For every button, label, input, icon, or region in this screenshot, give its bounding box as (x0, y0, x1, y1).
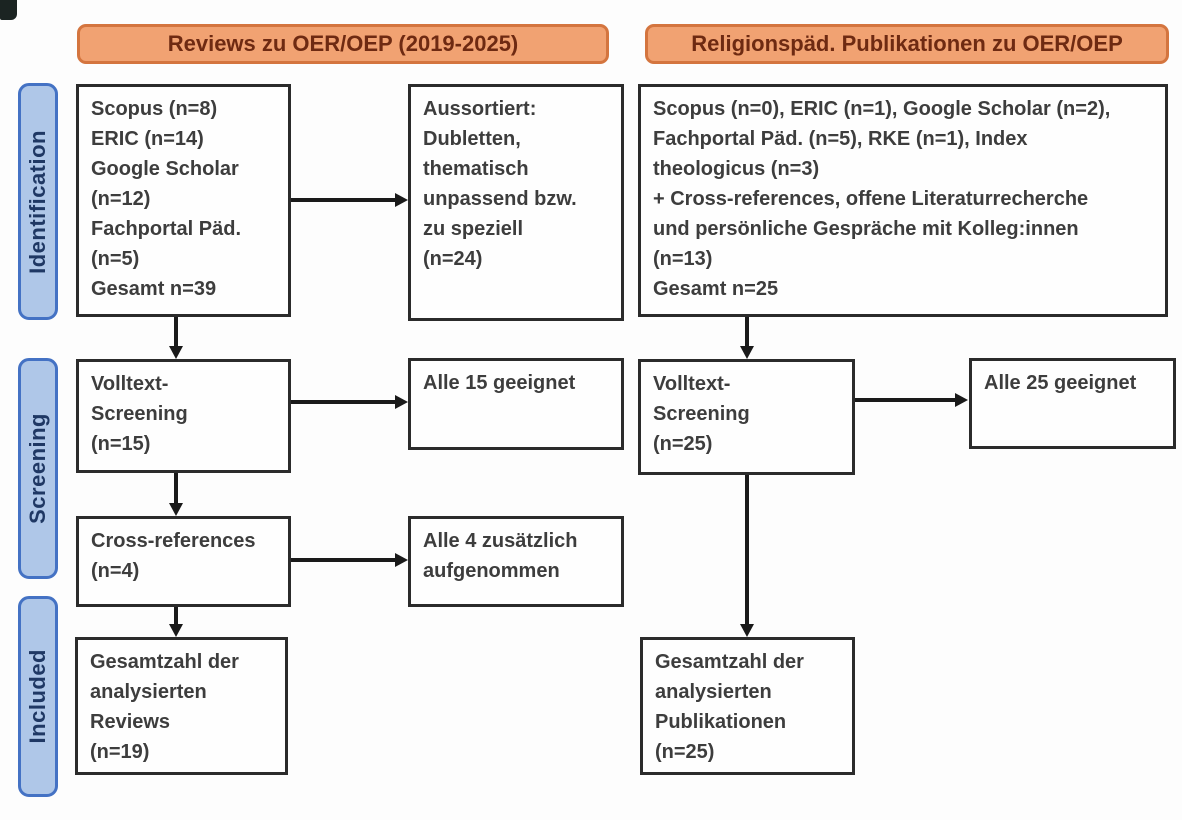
box-volltext-screening-publikationen: Volltext- Screening (n=25) (638, 359, 855, 475)
box-aussortiert: Aussortiert: Dubletten, thematisch unpas… (408, 84, 624, 321)
stage-label-included-text: Included (25, 649, 50, 744)
box-gesamtzahl-reviews: Gesamtzahl der analysierten Reviews (n=1… (75, 637, 288, 775)
stage-label-identification: Identification (18, 83, 58, 320)
column-header-religionspaed: Religionspäd. Publikationen zu OER/OEP (645, 24, 1169, 64)
box-alle-4-zusaetzlich: Alle 4 zusätzlich aufgenommen (408, 516, 624, 607)
column-header-reviews: Reviews zu OER/OEP (2019-2025) (77, 24, 609, 64)
stage-label-included: Included (18, 596, 58, 797)
box-identification-publikationen: Scopus (n=0), ERIC (n=1), Google Scholar… (638, 84, 1168, 317)
stage-label-screening-text: Screening (25, 413, 50, 524)
box-gesamtzahl-publikationen: Gesamtzahl der analysierten Publikatione… (640, 637, 855, 775)
box-volltext-screening-reviews: Volltext- Screening (n=15) (76, 359, 291, 473)
box-cross-references: Cross-references (n=4) (76, 516, 291, 607)
box-alle-15-geeignet: Alle 15 geeignet (408, 358, 624, 450)
stage-label-identification-text: Identification (25, 129, 50, 274)
box-identification-reviews: Scopus (n=8) ERIC (n=14) Google Scholar … (76, 84, 291, 317)
box-alle-25-geeignet: Alle 25 geeignet (969, 358, 1176, 449)
scan-artifact (0, 0, 17, 20)
stage-label-screening: Screening (18, 358, 58, 579)
